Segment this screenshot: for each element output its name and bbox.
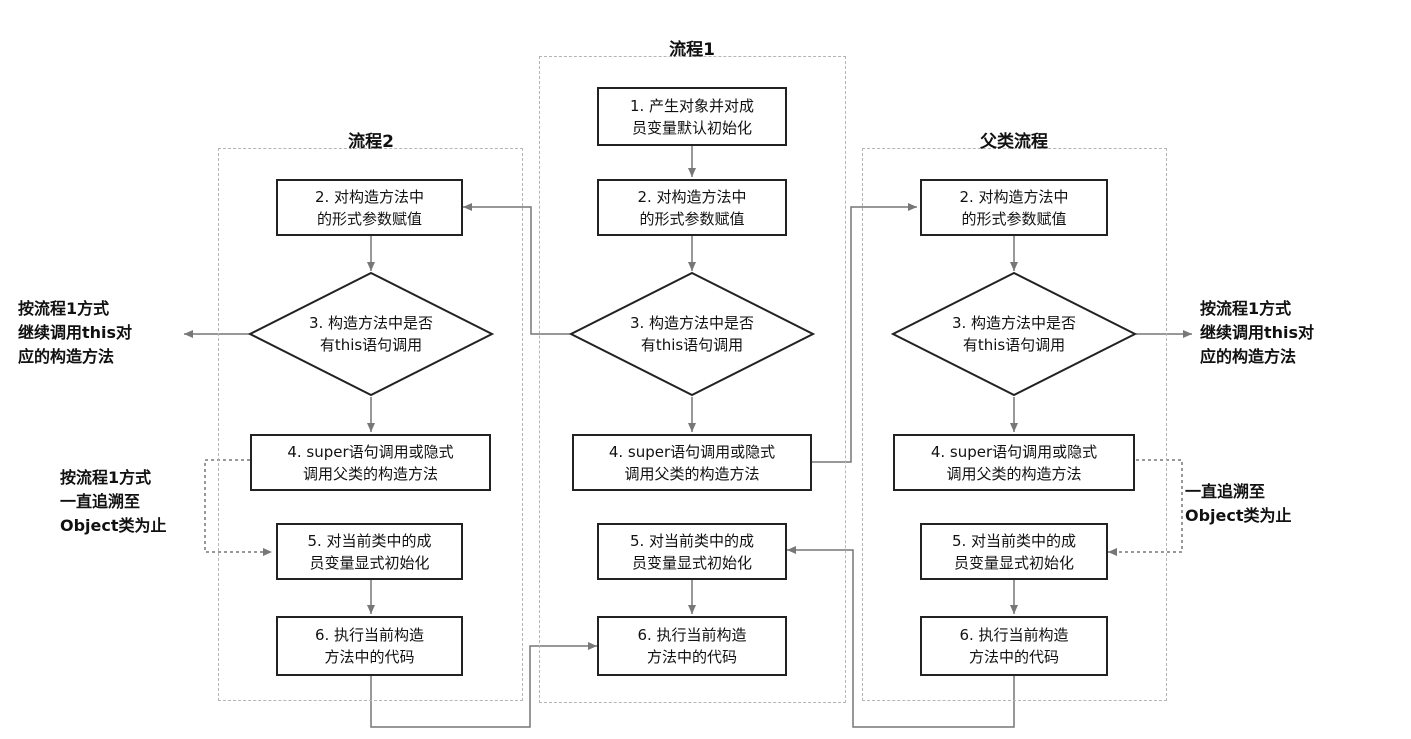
flow2-region (218, 148, 523, 701)
arrow-right-object-loop (1108, 459, 1183, 556)
right-this-note: 按流程1方式 继续调用this对 应的构造方法 (1200, 299, 1315, 366)
arrow-parent-exec-to-f1 (787, 546, 1015, 728)
f1-step2-assign: 2. 对构造方法中 的形式参数赋值 (597, 179, 787, 236)
f1-step1-init: 1. 产生对象并对成 员变量默认初始化 (597, 87, 787, 146)
p-decision-diamond (890, 271, 1138, 397)
flow1-title: 流程1 (669, 40, 715, 60)
arrow-f1-super-to-parent (812, 203, 917, 463)
p-step6-exec: 6. 执行当前构造 方法中的代码 (920, 616, 1108, 676)
p-step5-field-init: 5. 对当前类中的成 员变量显式初始化 (920, 523, 1108, 580)
f2-step6-exec: 6. 执行当前构造 方法中的代码 (276, 616, 463, 676)
f1-step4-super: 4. super语句调用或隐式 调用父类的构造方法 (572, 434, 812, 491)
f1-step6-exec: 6. 执行当前构造 方法中的代码 (597, 616, 787, 676)
right-object-note: 一直追溯至 Object类为止 (1185, 482, 1292, 525)
arrow-left-object-loop (204, 459, 274, 556)
left-object-note: 按流程1方式 一直追溯至 Object类为止 (60, 468, 167, 535)
f1-step3-check-this: 3. 构造方法中是否 有this语句调用 (629, 314, 755, 354)
left-this-note: 按流程1方式 继续调用this对 应的构造方法 (18, 299, 133, 366)
f2-decision-diamond (247, 271, 495, 397)
f2-step4-super: 4. super语句调用或隐式 调用父类的构造方法 (250, 434, 491, 491)
f1-decision-diamond (568, 271, 816, 397)
f1-step5-field-init: 5. 对当前类中的成 员变量显式初始化 (597, 523, 787, 580)
p-step3-check-this: 3. 构造方法中是否 有this语句调用 (951, 314, 1077, 354)
p-step4-super: 4. super语句调用或隐式 调用父类的构造方法 (893, 434, 1135, 491)
parent-flow-title: 父类流程 (980, 132, 1048, 152)
flow1-region (539, 56, 846, 703)
parent-region (862, 148, 1167, 701)
f2-step2-assign: 2. 对构造方法中 的形式参数赋值 (276, 179, 463, 236)
arrow-f1-this-to-f2 (463, 203, 570, 335)
f2-step5-field-init: 5. 对当前类中的成 员变量显式初始化 (276, 523, 463, 580)
arrow-f2-exec-to-f1 (370, 642, 597, 728)
p-step2-assign: 2. 对构造方法中 的形式参数赋值 (920, 179, 1108, 236)
flow2-title: 流程2 (348, 132, 394, 152)
f2-step3-check-this: 3. 构造方法中是否 有this语句调用 (308, 314, 434, 354)
